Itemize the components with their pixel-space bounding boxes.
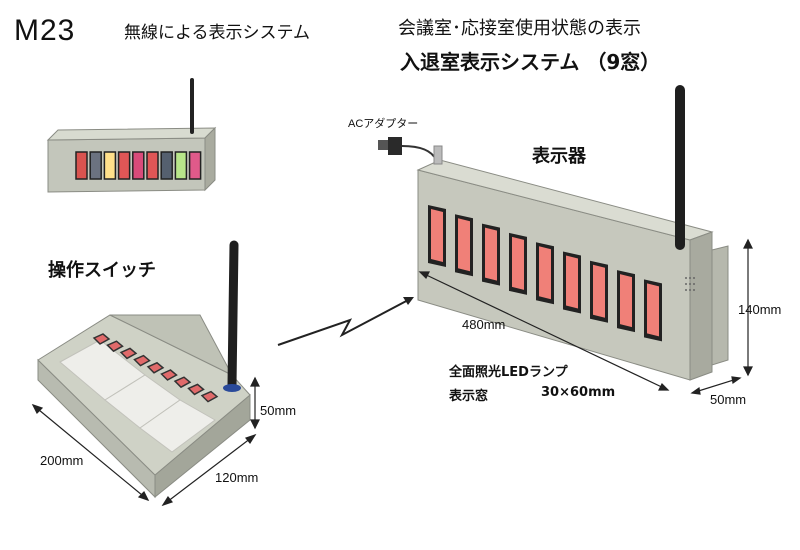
main-lamp [512, 236, 524, 290]
small-lamp [75, 151, 88, 180]
spec-lamp-text: 全面照光LEDランプ [449, 365, 568, 380]
small-lamp [174, 151, 188, 180]
switch-button [92, 333, 111, 345]
main-lamp-row [428, 205, 662, 342]
main-lamp [566, 255, 578, 309]
small-lamp [160, 151, 173, 180]
display-depth-label: 50mm [710, 392, 747, 407]
switch-button [106, 340, 124, 353]
main-lamp [458, 218, 470, 272]
wireless-signal-arrow [277, 297, 414, 346]
spec-window-label: 表示窓 [449, 389, 489, 404]
adapter-label: ACアダプター [348, 118, 419, 130]
switch-button [119, 347, 138, 360]
small-lamp-row [75, 151, 202, 180]
switch-width-label: 200mm [40, 453, 84, 468]
switch-button [133, 354, 151, 367]
switch-label: 操作スイッチ [48, 260, 156, 281]
switch-button-row [92, 333, 219, 403]
small-lamp [132, 151, 145, 180]
subtitle: 無線による表示システム [124, 23, 310, 43]
main-lamp [647, 283, 659, 337]
main-lamp [431, 209, 443, 262]
switch-height-label: 50mm [260, 403, 297, 418]
small-lamp [146, 151, 159, 180]
small-lamp [89, 151, 102, 180]
title-line-1: 会議室･応接室使用状態の表示 [398, 18, 641, 39]
small-lamp [188, 151, 202, 180]
title-line-2: 入退室表示システム （9窓） [400, 50, 661, 74]
display-width-label: 480mm [462, 317, 506, 332]
switch-dimension-lines [31, 376, 260, 507]
switch-button [160, 369, 178, 381]
operation-switch-unit [37, 240, 251, 499]
display-dimension-lines [418, 238, 753, 395]
main-lamp [593, 264, 605, 318]
switch-button [200, 390, 219, 403]
display-label: 表示器 [532, 146, 586, 167]
main-lamp [620, 274, 632, 328]
main-lamp [539, 246, 551, 300]
spec-window-size: 30×60mm [541, 385, 616, 400]
main-display-unit [378, 85, 729, 381]
small-lamp [117, 151, 131, 180]
small-lamp [103, 151, 117, 180]
antenna-base-ring [223, 384, 241, 392]
switch-depth-label: 120mm [215, 470, 259, 485]
display-height-label: 140mm [738, 302, 782, 317]
small-display-unit [46, 78, 217, 193]
switch-button [146, 361, 165, 374]
switch-button [187, 383, 205, 396]
switch-button [173, 376, 192, 389]
model-number: M23 [14, 14, 76, 47]
main-lamp [485, 227, 497, 281]
ac-adapter [378, 137, 437, 161]
switch-antenna [227, 240, 239, 390]
